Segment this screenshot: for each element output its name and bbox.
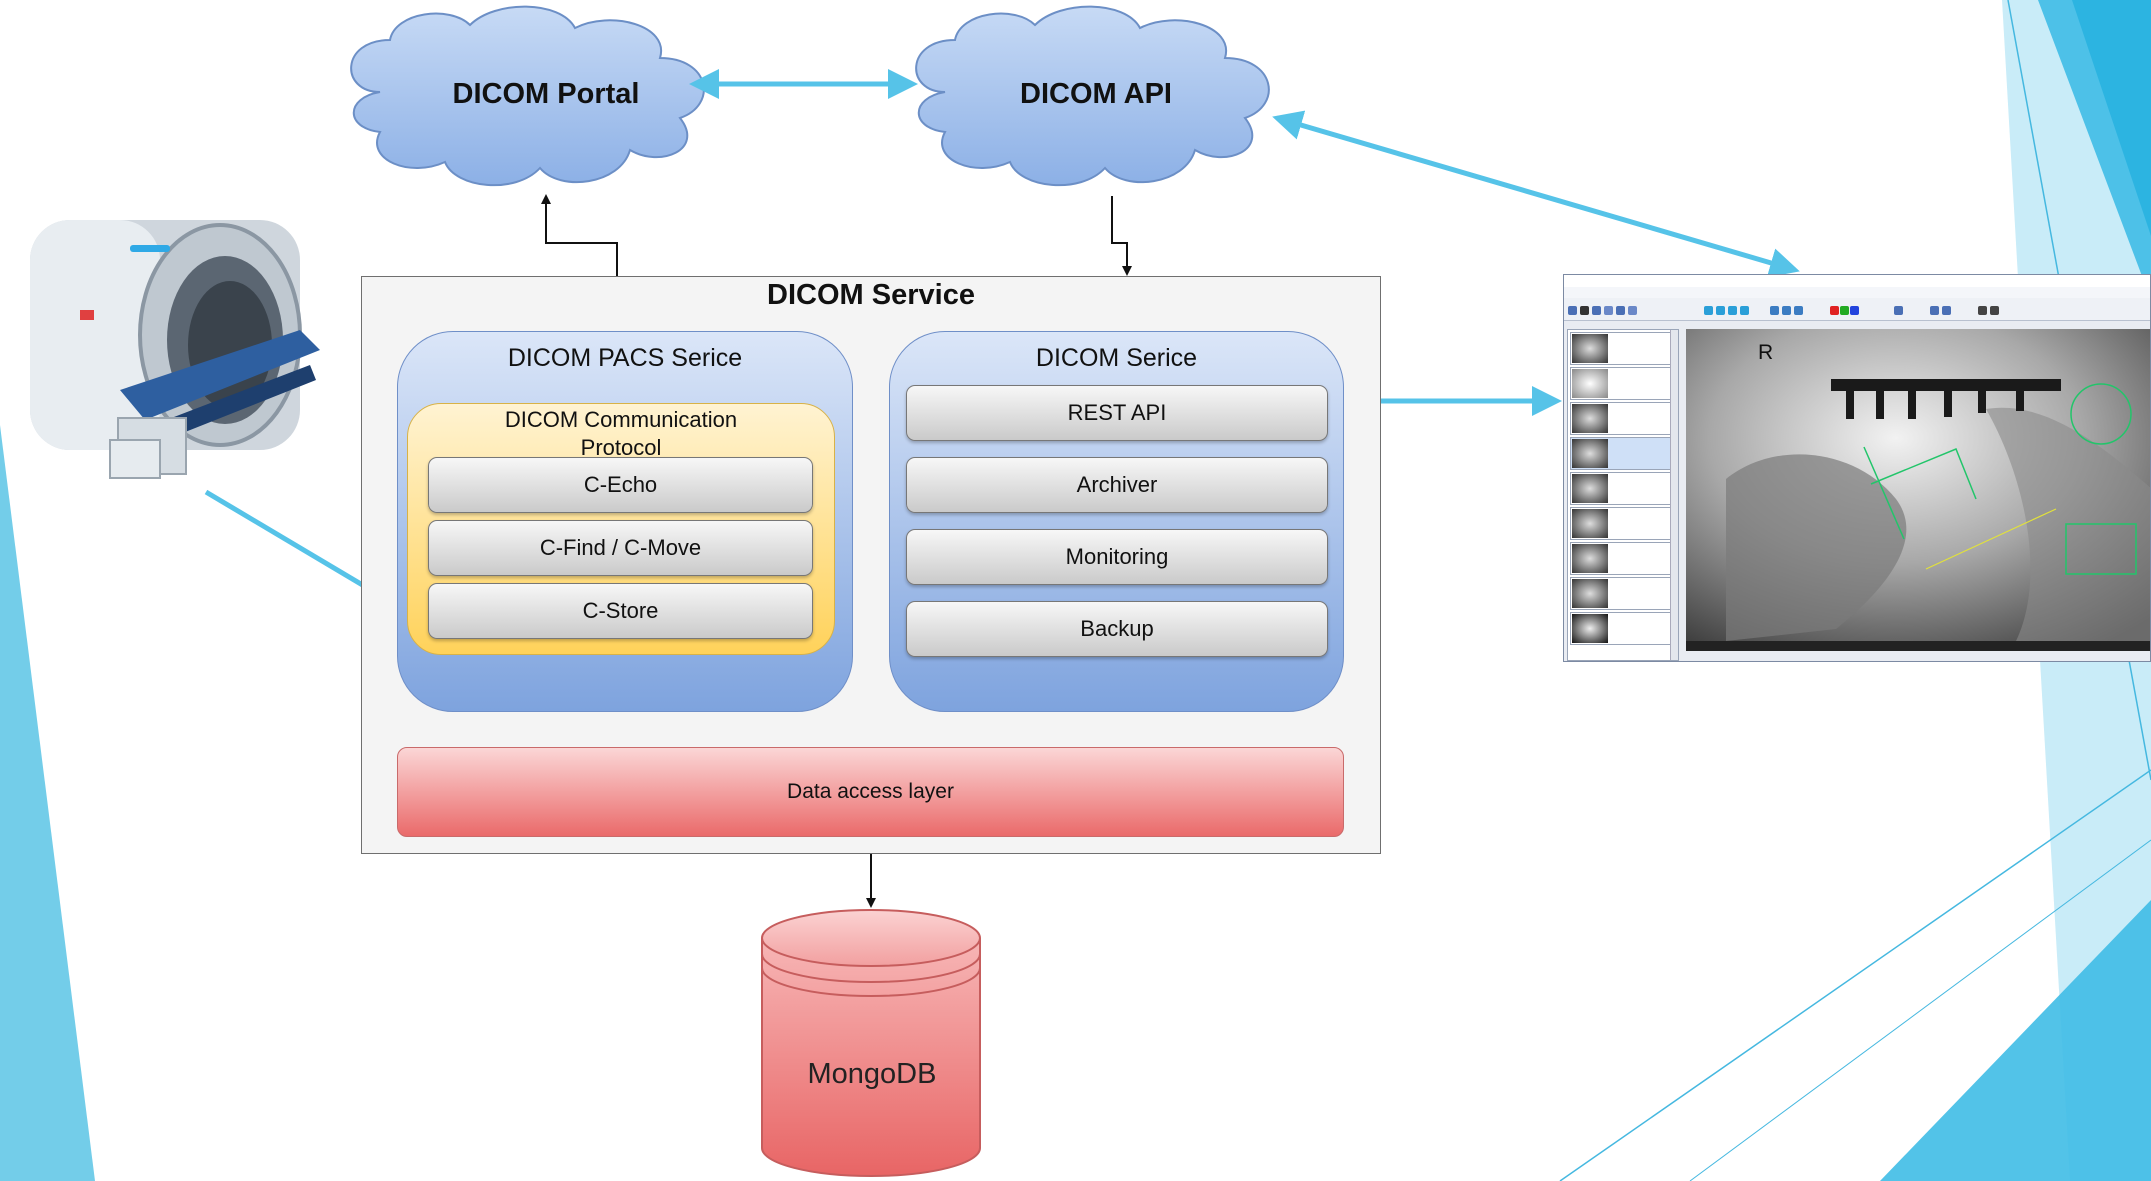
service-to-portal-connector xyxy=(541,194,618,276)
backup-button: Backup xyxy=(906,601,1328,657)
monitoring-button: Monitoring xyxy=(906,529,1328,585)
patient-list-item xyxy=(1570,507,1674,540)
xray-image: R xyxy=(1686,329,2150,651)
patient-list-item xyxy=(1570,367,1674,400)
dicom-portal-label: DICOM Portal xyxy=(452,78,640,110)
toolbar-draw-icon xyxy=(1704,306,1713,315)
toolbar-view-icon xyxy=(1978,306,1987,315)
toolbar-measure-icon xyxy=(1770,306,1779,315)
toolbar-color-green xyxy=(1840,306,1849,315)
viewer-menu-bar xyxy=(1564,287,2150,298)
archiver-button: Archiver xyxy=(906,457,1328,513)
patient-list-item xyxy=(1570,437,1674,470)
toolbar-color-blue xyxy=(1850,306,1859,315)
pacs-service-title: DICOM PACS Serice xyxy=(507,344,743,372)
c-find-c-move-button: C-Find / C-Move xyxy=(428,520,813,576)
c-store-button: C-Store xyxy=(428,583,813,639)
toolbar-grid-icon xyxy=(1990,306,1999,315)
toolbar-print-icon xyxy=(1580,306,1589,315)
dicom-portal-cloud xyxy=(350,5,705,187)
patient-list-item xyxy=(1570,542,1674,575)
patient-list-item xyxy=(1570,472,1674,505)
viewer-title-bar xyxy=(1564,275,2150,287)
orientation-marker: R xyxy=(1758,341,1774,364)
toolbar-tool-icon xyxy=(1628,306,1637,315)
data-access-layer: Data access layer xyxy=(397,747,1344,837)
toolbar-zoom-in-icon xyxy=(1930,306,1939,315)
dicom-serice-title: DICOM Serice xyxy=(1035,344,1198,372)
communication-protocol-title: DICOM Communication Protocol xyxy=(504,407,738,460)
right-accent-thin-line-2 xyxy=(1559,769,2151,1181)
api-to-service-connector xyxy=(1111,196,1132,276)
dicom-api-label: DICOM API xyxy=(1020,78,1172,110)
toolbar-settings-icon xyxy=(1616,306,1625,315)
toolbar-angle-icon xyxy=(1782,306,1791,315)
right-accent-thin-line-3 xyxy=(1689,839,2151,1181)
mongodb-cylinder xyxy=(761,909,981,1177)
toolbar-rect-icon xyxy=(1728,306,1737,315)
toolbar-line-icon xyxy=(1740,306,1749,315)
toolbar-zoom-out-icon xyxy=(1942,306,1951,315)
viewer-toolbar xyxy=(1564,298,2150,321)
dicom-api-cloud xyxy=(915,5,1270,187)
toolbar-rotate-icon xyxy=(1894,306,1903,315)
rest-api-button: REST API xyxy=(906,385,1328,441)
patient-list-scrollbar xyxy=(1670,330,1678,660)
toolbar-area-icon xyxy=(1794,306,1803,315)
mongodb-label: MongoDB xyxy=(807,1058,937,1090)
toolbar-open-icon xyxy=(1568,306,1577,315)
right-accent-band xyxy=(2072,0,2151,236)
patient-list-item xyxy=(1570,402,1674,435)
xray-image-drawing xyxy=(1686,329,2150,651)
patient-list-item xyxy=(1570,612,1674,645)
left-accent-shape xyxy=(0,425,95,1181)
dicom-viewer-screenshot: R xyxy=(1563,274,2151,662)
patient-list-item xyxy=(1570,332,1674,365)
mri-scanner-icon xyxy=(30,220,320,479)
toolbar-save-icon xyxy=(1592,306,1601,315)
toolbar-move-icon xyxy=(1604,306,1613,315)
toolbar-ellipse-icon xyxy=(1716,306,1725,315)
viewer-patient-list xyxy=(1567,329,1679,661)
api-viewer-connector xyxy=(1272,110,1800,278)
toolbar-color-red xyxy=(1830,306,1839,315)
patient-list-item xyxy=(1570,577,1674,610)
c-echo-button: C-Echo xyxy=(428,457,813,513)
dicom-service-title: DICOM Service xyxy=(767,279,975,311)
